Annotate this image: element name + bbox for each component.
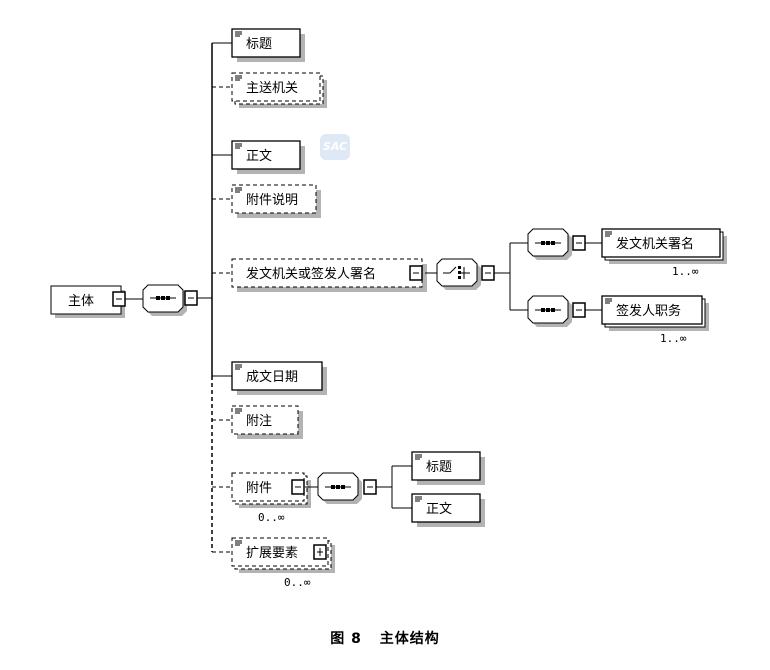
collapse-icon[interactable] — [184, 290, 198, 306]
element-label: 附注 — [246, 414, 272, 429]
sac-watermark: SAC — [320, 134, 350, 160]
occurrence-label: 0..∞ — [258, 511, 285, 524]
collapse-icon[interactable] — [112, 291, 126, 307]
sequence-compositor[interactable] — [527, 295, 586, 327]
sequence-compositor[interactable] — [317, 472, 377, 504]
element-label: 附件 — [246, 481, 272, 496]
collapse-icon[interactable] — [363, 479, 377, 495]
element-label: 附件说明 — [246, 193, 298, 208]
element-zhusongjiguan[interactable]: 主送机关 — [212, 72, 327, 108]
element-label: 标题 — [246, 37, 272, 52]
figure-caption: 图 8 主体结构 — [0, 628, 770, 648]
choice-branch[interactable]: 发文机关署名 1..∞ — [510, 228, 727, 278]
element-biaoti[interactable]: 标题 — [212, 28, 305, 62]
collapse-icon[interactable] — [572, 235, 586, 251]
occurrence-label: 1..∞ — [672, 265, 699, 278]
fujian-child[interactable]: 正文 — [392, 493, 485, 527]
occurrence-label: 0..∞ — [284, 576, 311, 589]
element-fujianshuoming[interactable]: 附件说明 — [212, 184, 321, 218]
element-label: 标题 — [426, 460, 452, 475]
fujian-child[interactable]: 标题 — [392, 451, 485, 485]
element-label: 扩展要素 — [246, 546, 298, 561]
element-fuzhu[interactable]: 附注 — [212, 405, 303, 439]
element-label: 主送机关 — [246, 81, 298, 96]
expand-icon[interactable] — [313, 544, 327, 560]
schema-diagram: 主体 标题主送机关正文附件说明发文机关或签发人署名成文日期附注附件0..∞扩展要… — [50, 28, 727, 589]
collapse-icon[interactable] — [572, 302, 586, 318]
element-chengwenriqi[interactable]: 成文日期 — [212, 361, 327, 395]
element-label: 正文 — [246, 149, 272, 164]
choice-compositor[interactable] — [436, 258, 495, 290]
occurrence-label: 1..∞ — [660, 332, 687, 345]
element-label: 发文机关或签发人署名 — [246, 266, 376, 282]
element-fujian[interactable]: 附件 0..∞ — [212, 472, 311, 524]
collapse-icon[interactable] — [409, 265, 423, 281]
figure-title: 主体结构 — [379, 631, 440, 647]
element-label: 签发人职务 — [616, 303, 681, 319]
sequence-compositor[interactable] — [142, 284, 198, 316]
root-element[interactable]: 主体 — [50, 285, 126, 318]
collapse-icon[interactable] — [481, 265, 495, 281]
sequence-compositor[interactable] — [527, 228, 586, 260]
element-label: 成文日期 — [246, 370, 298, 385]
element-label: 正文 — [426, 502, 452, 517]
choice-branch[interactable]: 签发人职务 1..∞ — [510, 295, 709, 345]
collapse-icon[interactable] — [291, 479, 305, 495]
root-label: 主体 — [68, 294, 94, 309]
element-kuozhanyaosu[interactable]: 扩展要素 0..∞ — [212, 537, 335, 589]
figure-number: 图 8 — [330, 631, 362, 647]
element-label: 发文机关署名 — [616, 236, 694, 252]
element-fawenjiguan[interactable]: 发文机关或签发人署名 — [212, 258, 427, 292]
element-zhengwen[interactable]: 正文 — [212, 140, 305, 174]
